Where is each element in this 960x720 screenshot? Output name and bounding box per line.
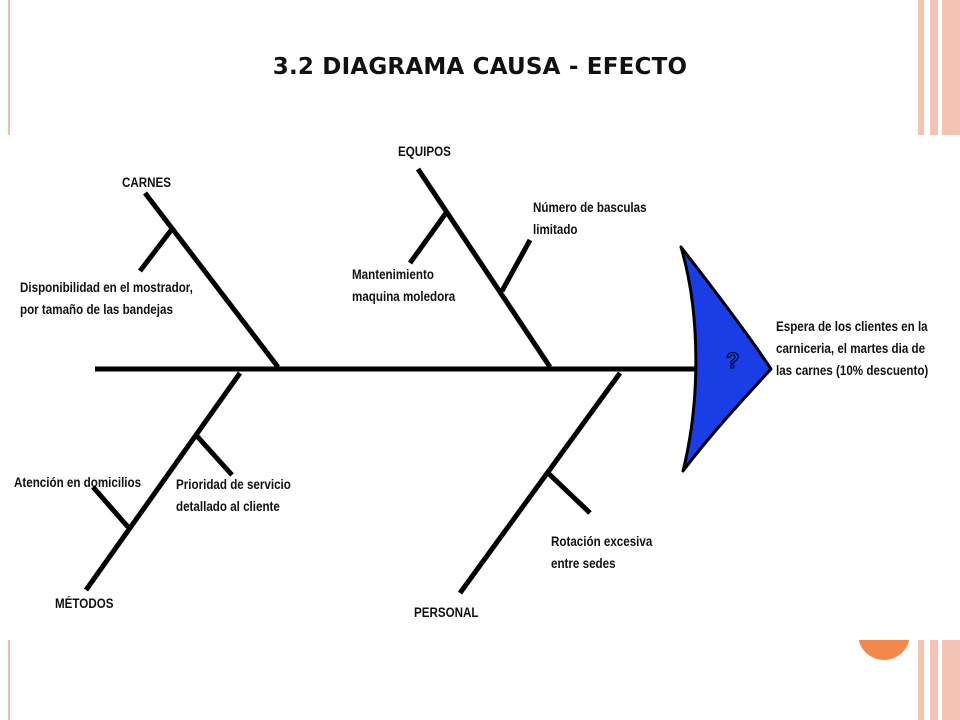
cause-line: por tamaño de las bandejas — [20, 302, 173, 317]
bone-equipos — [415, 167, 553, 369]
cause-line: entre sedes — [551, 556, 616, 571]
cause-line: Mantenimiento — [352, 267, 434, 282]
category-label-equipos: EQUIPOS — [398, 144, 451, 159]
fishbone-svg: ? — [83, 167, 773, 595]
rib-personal-rotacion — [546, 471, 592, 515]
rib-equipos-mantenimiento — [407, 211, 449, 265]
cause-line: maquina moledora — [352, 289, 456, 304]
rib-metodos-prioridad — [194, 433, 234, 477]
effect-text: Espera de los clientes en la carniceria,… — [776, 316, 928, 382]
cause-carnes-disponibilidad: Disponibilidad en el mostrador, por tama… — [20, 277, 193, 321]
rib-equipos-basculas — [499, 238, 533, 293]
cause-line: Número de basculas — [533, 200, 647, 215]
effect-line: carniceria, el martes dia de — [776, 341, 926, 356]
rib-metodos-domicilios — [91, 485, 130, 529]
cause-equipos-mantenimiento: Mantenimiento maquina moledora — [352, 264, 455, 308]
category-label-metodos: MÉTODOS — [55, 596, 114, 611]
category-label-personal: PERSONAL — [414, 605, 479, 620]
cause-line: Prioridad de servicio — [176, 477, 291, 492]
effect-line: Espera de los clientes en la — [776, 319, 928, 334]
slide-title: 3.2 DIAGRAMA CAUSA - EFECTO — [272, 54, 688, 80]
category-label-carnes: CARNES — [122, 175, 172, 190]
bone-personal — [457, 371, 623, 595]
cause-equipos-basculas: Número de basculas limitado — [533, 197, 647, 241]
diagram-panel — [0, 135, 960, 640]
bone-carnes — [143, 191, 280, 369]
rib-carnes-disponibilidad — [138, 227, 174, 273]
effect-question-mark: ? — [726, 348, 739, 373]
cause-line: Atención en domicilios — [14, 475, 142, 490]
cause-metodos-prioridad: Prioridad de servicio detallado al clien… — [176, 474, 291, 518]
cause-line: detallado al cliente — [176, 499, 280, 514]
effect-head-shape — [679, 245, 773, 473]
fishbone-diagram: ? CARNES EQUIPOS MÉTODOS PERSONAL Dispon… — [0, 135, 960, 640]
effect-line: las carnes (10% descuento) — [776, 363, 929, 378]
cause-line: limitado — [533, 222, 578, 237]
cause-metodos-domicilios: Atención en domicilios — [14, 472, 141, 494]
cause-personal-rotacion: Rotación excesiva entre sedes — [551, 531, 652, 575]
cause-line: Disponibilidad en el mostrador, — [20, 280, 193, 295]
cause-line: Rotación excesiva — [551, 534, 653, 549]
bone-metodos — [83, 371, 243, 592]
